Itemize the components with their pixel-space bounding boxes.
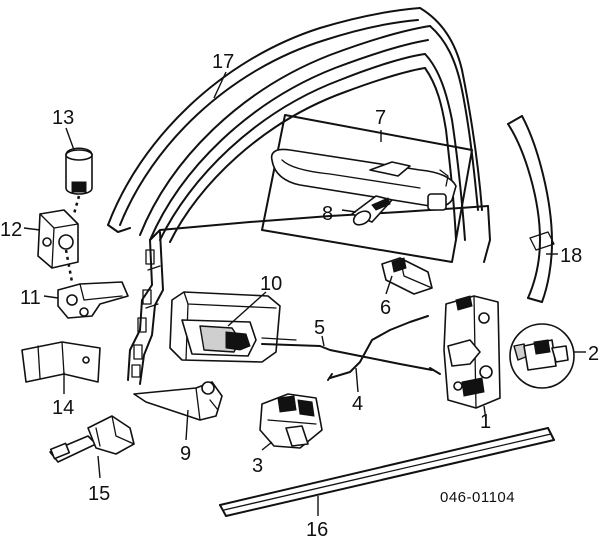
- leader-15: [97, 455, 101, 479]
- part-15-door-check: [49, 415, 135, 463]
- leader-6: [385, 275, 393, 295]
- callout-6: 6: [380, 297, 391, 319]
- leader-11: [43, 295, 59, 299]
- leader-13: [65, 127, 75, 151]
- callout-7: 7: [375, 107, 386, 129]
- callout-13: 13: [52, 107, 74, 129]
- diagram-reference-code: 046-01104: [440, 489, 515, 506]
- leader-10: [227, 291, 267, 327]
- part-2-striker: [509, 323, 575, 389]
- callout-1: 1: [480, 411, 491, 433]
- callout-8: 8: [322, 203, 333, 225]
- leader-3: [261, 441, 273, 451]
- part-3-actuator: [259, 393, 323, 449]
- callout-labels: 1 2 3 4 5 6 7 8 9 10 11 12 13 14 15 16 1…: [0, 51, 599, 540]
- part-13-hinge-pin: [65, 147, 93, 195]
- part-1-latch: [443, 295, 501, 409]
- leader-4: [355, 367, 359, 393]
- part-7-outside-handle: [261, 114, 473, 263]
- callout-14: 14: [52, 397, 74, 419]
- part-14-check-bracket: [21, 341, 101, 383]
- part-4-rod: [327, 315, 429, 381]
- part-12-upper-hinge: [37, 209, 79, 269]
- part-18-weatherstrip: [507, 115, 555, 303]
- callout-4: 4: [352, 393, 363, 415]
- part-6-clip: [381, 257, 433, 295]
- callout-10: 10: [260, 273, 282, 295]
- callout-18: 18: [560, 245, 582, 267]
- leader-lines: [23, 71, 586, 516]
- callout-9: 9: [180, 443, 191, 465]
- door-inner-panel: [127, 205, 491, 385]
- leader-8: [341, 209, 357, 213]
- callout-11: 11: [20, 287, 41, 309]
- callout-16: 16: [306, 519, 328, 540]
- callout-3: 3: [252, 455, 263, 477]
- leader-1: [483, 405, 487, 421]
- callout-5: 5: [314, 317, 325, 339]
- callout-17: 17: [212, 51, 234, 73]
- leader-5: [321, 335, 325, 347]
- part-17-window-frame: [107, 7, 483, 243]
- hinge-dashed-guide: [64, 195, 81, 283]
- part-8-lock-cylinder: [351, 195, 393, 226]
- callout-12: 12: [0, 219, 22, 241]
- part-10-inside-handle: [169, 291, 297, 363]
- part-9-lever: [133, 381, 223, 421]
- leader-17: [213, 71, 227, 99]
- callout-15: 15: [88, 483, 110, 505]
- part-5-rod: [261, 343, 441, 375]
- leader-12: [23, 227, 41, 231]
- leader-9: [185, 409, 189, 441]
- part-11-lower-hinge: [57, 281, 129, 319]
- callout-2: 2: [588, 343, 599, 365]
- part-16-sill-strip: [219, 427, 555, 517]
